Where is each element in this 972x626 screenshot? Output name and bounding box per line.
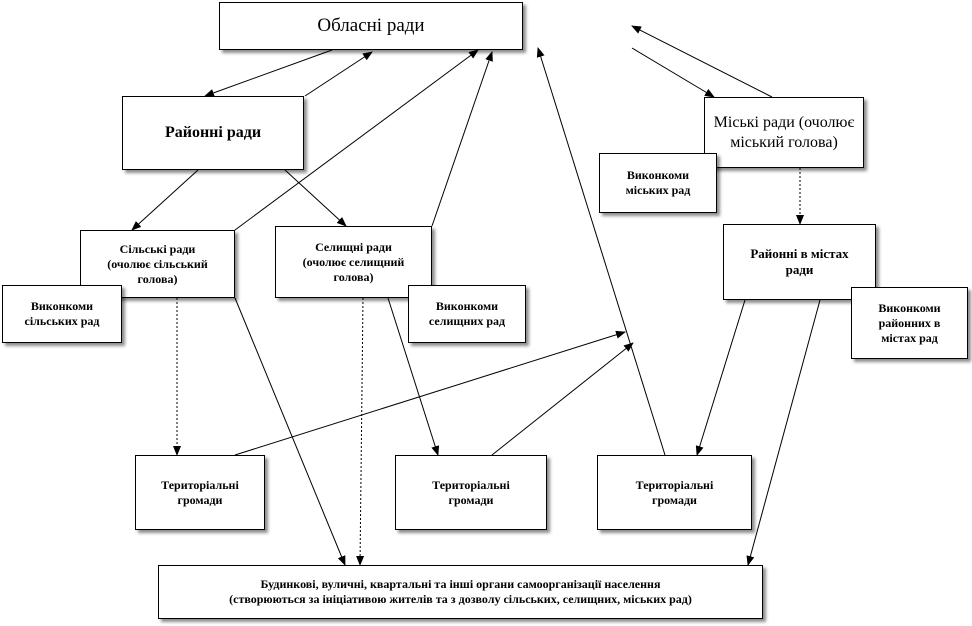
node-terytorialni-hromady-1: Територіальні громади (135, 455, 265, 530)
arrow-oblasni-to-raionni (204, 49, 333, 97)
node-vykonkomy-raionnykh-line-2: містах рад (881, 330, 938, 345)
arrow-oblasni-to-miski (631, 47, 715, 98)
arrow-raionni-to-silski (131, 169, 199, 231)
node-miski-line-1: міський голова) (730, 133, 838, 151)
arrow-raionni-v-mistakh-to-hromady3 (695, 299, 746, 456)
node-vykonkomy-silskykh-line-0: Виконкоми (30, 299, 94, 313)
arrow-hromady2-to-center (491, 342, 634, 456)
node-vykonkomy-silskykh-rad: Виконкоми сільських рад (2, 285, 122, 343)
node-budynkovi-line-1: (створюються за ініціативою жителів та з… (229, 592, 692, 606)
node-selyshchni-line-0: Селищні ради (315, 239, 392, 254)
node-silski-line-2: голова) (137, 271, 178, 286)
arrow-raionni-to-selyshchni (284, 169, 347, 227)
arrow-silski-to-oblasni (234, 49, 479, 231)
node-miski-line-0: Міські ради (очолює (713, 113, 855, 131)
node-vykonkomy-miskykh-rad: Виконкоми міських рад (599, 153, 717, 213)
node-raionni-v-mistakh-line-0: Районні в містах (750, 245, 849, 261)
node-oblasni-rady: Обласні ради (219, 2, 523, 50)
arrow-hromady3-to-oblasni (536, 47, 666, 456)
node-vykonkomy-selyshchnykh-line-0: Виконкоми (435, 299, 499, 313)
node-vykonkomy-selyshchnykh-rad: Виконкоми селищних рад (408, 285, 526, 343)
node-hromady-1-line-0: Територіальні (161, 477, 239, 492)
node-selyshchni-rady: Селищні ради (очолює селищний голова) (275, 226, 432, 298)
node-silski-line-0: Сільські ради (119, 241, 196, 256)
arrow-raionni-to-oblasni (304, 51, 373, 97)
node-silski-line-1: (очолює сільський (107, 256, 208, 271)
node-oblasni-line-0: Обласні ради (317, 15, 425, 37)
node-vykonkomy-raionnykh-v-mistakh-rad: Виконкоми районних в містах рад (851, 287, 968, 359)
arrow-miski-to-oblasni (631, 25, 773, 98)
node-budynkovi-orhany: Будинкові, вуличні, квартальні та інші о… (158, 565, 763, 619)
arrow-selyshchni-to-oblasni (431, 51, 493, 227)
node-selyshchni-line-2: голова) (333, 269, 374, 284)
node-hromady-1-line-1: громади (177, 492, 223, 507)
arrow-hromady1-to-center (234, 330, 626, 456)
node-selyshchni-line-1: (очолює селищний (302, 254, 405, 269)
arrow-selyshchni-to-hromady2 (387, 297, 440, 456)
node-hromady-2-line-0: Територіальні (432, 477, 510, 492)
node-raionni-v-mistakh-line-1: ради (785, 262, 814, 277)
node-vykonkomy-raionnykh-line-0: Виконкоми (878, 300, 941, 315)
node-terytorialni-hromady-2: Територіальні громади (395, 455, 547, 530)
node-terytorialni-hromady-3: Територіальні громади (597, 455, 752, 530)
node-vykonkomy-silskykh-line-1: сільських рад (24, 314, 100, 328)
node-hromady-2-line-1: громади (448, 492, 494, 507)
node-miski-rady: Міські ради (очолює міський голова) (704, 97, 864, 168)
arrow-silski-to-budynkovi (234, 297, 346, 566)
node-budynkovi-line-0: Будинкові, вуличні, квартальні та інші о… (260, 577, 661, 591)
arrow-selyshchni-to-budynkovi (356, 297, 365, 566)
node-vykonkomy-miskykh-line-0: Виконкоми (626, 168, 690, 182)
node-vykonkomy-raionnykh-line-1: районних в (878, 315, 941, 330)
node-hromady-3-line-1: громади (652, 492, 697, 507)
node-raionni-v-mistakh-rady: Районні в містах ради (723, 224, 876, 300)
node-vykonkomy-selyshchnykh-line-1: селищних рад (428, 314, 506, 328)
node-raionni-line-0: Районні ради (164, 124, 262, 141)
node-hromady-3-line-0: Територіальні (635, 477, 714, 492)
node-silski-rady: Сільські ради (очолює сільський голова) (80, 230, 235, 298)
arrow-raionni-v-mistakh-to-budynkovi (746, 299, 821, 566)
node-raionni-rady: Районні ради (122, 96, 304, 170)
node-vykonkomy-miskykh-line-1: міських рад (625, 183, 691, 197)
